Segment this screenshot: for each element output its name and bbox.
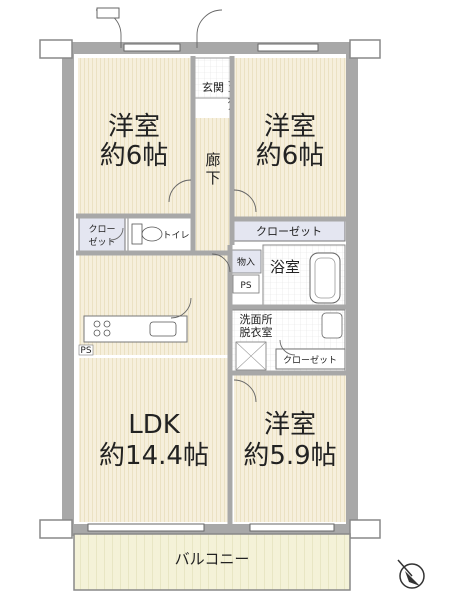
bathroom: 浴室 xyxy=(262,244,346,308)
interior-walls xyxy=(76,56,348,530)
ps-left-label: PS xyxy=(80,346,91,356)
ldk-size: 約14.4帖 xyxy=(99,441,209,471)
toilet-bowl-icon xyxy=(141,226,163,242)
closet-se-label: クローゼット xyxy=(283,354,337,366)
storage-label: 物入 xyxy=(237,256,255,268)
hallway-label-2: 下 xyxy=(205,169,220,187)
balcony: バルコニー xyxy=(73,533,351,591)
hallway-label-1: 廊 xyxy=(205,151,220,169)
room-entrance: 玄関 xyxy=(194,57,232,99)
room-bedroom-se: 洋室 約5.9帖 xyxy=(234,375,346,522)
toilet-tank xyxy=(131,223,143,245)
door-swings xyxy=(95,9,296,403)
washroom-label-2: 脱衣室 xyxy=(240,325,273,339)
ldk-name: LDK xyxy=(128,410,181,440)
sink-icon xyxy=(149,321,177,337)
closet-nw-label-2: ゼット xyxy=(88,236,115,248)
bedroom-ne-name: 洋室 xyxy=(264,112,316,142)
balcony-label: バルコニー xyxy=(175,550,250,568)
closet-nw: クロー ゼット xyxy=(78,217,126,253)
stove-burner-icon xyxy=(103,320,111,328)
room-ldk: LDK 約14.4帖 xyxy=(79,358,229,522)
washroom-label-1: 洗面所 xyxy=(240,313,273,326)
closet-ne: クローゼット xyxy=(233,220,346,242)
bedroom-nw-size: 約6帖 xyxy=(100,141,169,171)
windows xyxy=(87,7,335,532)
bedroom-se-name: 洋室 xyxy=(264,410,316,440)
washbasin-icon xyxy=(321,312,343,339)
hallway: 廊 下 xyxy=(195,118,231,268)
bedroom-ne-size: 約6帖 xyxy=(256,141,325,171)
room-bedroom-nw: 洋室 約6帖 xyxy=(78,58,191,216)
ps-top-label: PS xyxy=(240,281,251,291)
entrance-label: 玄関 xyxy=(202,80,224,94)
toilet: トイレ xyxy=(127,217,193,253)
closet-se: クローゼット xyxy=(275,348,346,370)
toilet-label: トイレ xyxy=(162,231,189,241)
room-kitchen-area: PS xyxy=(78,255,229,356)
compass-north-icon xyxy=(397,559,425,589)
stove-burner-icon xyxy=(103,329,111,337)
storage: 物入 PS xyxy=(230,249,262,294)
stove-burner-icon xyxy=(93,320,101,328)
closet-ne-label: クローゼット xyxy=(256,225,322,238)
bedroom-se-size: 約5.9帖 xyxy=(243,441,336,471)
bathroom-label: 浴室 xyxy=(270,258,300,276)
room-bedroom-ne: 洋室 約6帖 xyxy=(234,58,346,218)
closet-nw-label-1: クロー xyxy=(88,224,115,235)
bedroom-nw-name: 洋室 xyxy=(108,112,160,142)
stove-burner-icon xyxy=(93,329,101,337)
exterior-walls xyxy=(39,39,381,539)
